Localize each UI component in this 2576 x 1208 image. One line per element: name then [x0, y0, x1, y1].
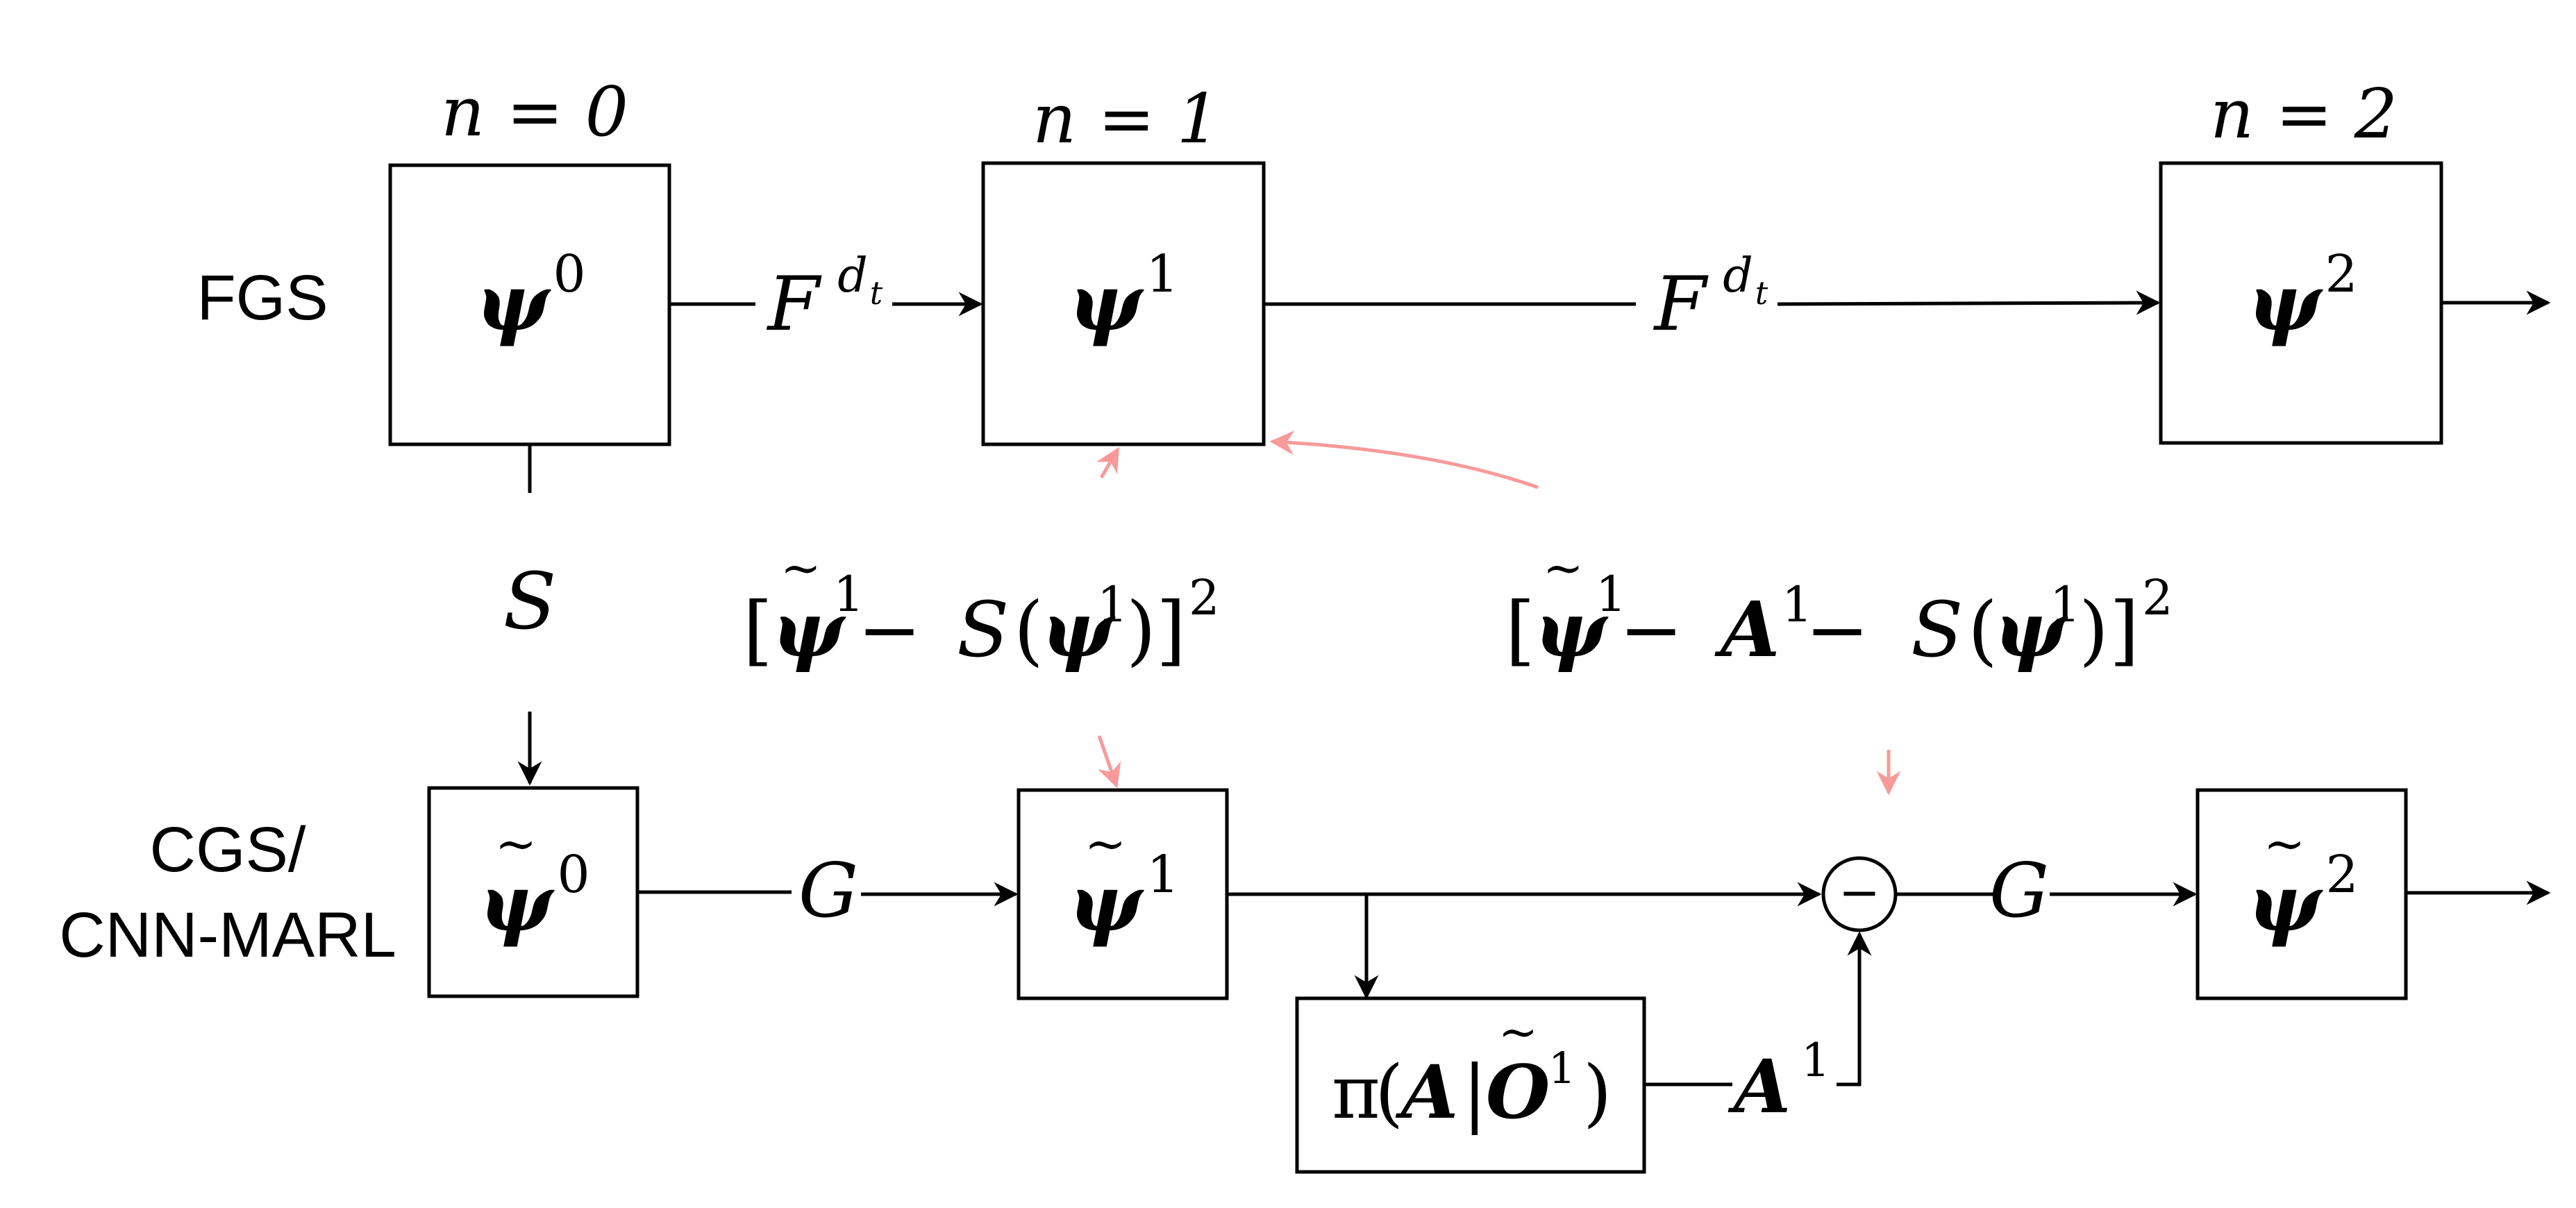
svg-text:~: ~ — [495, 814, 537, 873]
svg-text:(: ( — [1968, 585, 1998, 674]
step-label-n2: n = 2 — [2210, 75, 2398, 154]
svg-text:F: F — [767, 261, 823, 348]
fgs-box-n1 — [981, 161, 1266, 446]
fgs-node-psi1: ψ 1 — [1069, 244, 1178, 349]
svg-text:ψ: ψ — [1069, 858, 1144, 949]
svg-text:−: − — [858, 585, 921, 674]
fgs-node-psi2: ψ 2 — [2248, 244, 2357, 349]
svg-text:~: ~ — [1085, 814, 1126, 873]
fine-operator-label-2: F d t — [1653, 249, 1768, 348]
svg-text:ψ: ψ — [1069, 258, 1144, 349]
svg-text:|: | — [1462, 1050, 1487, 1135]
svg-text:(: ( — [1375, 1050, 1403, 1135]
svg-text:A: A — [1395, 1048, 1458, 1135]
cgs-node-psi-tilde2: ψ ~ 2 — [2248, 814, 2358, 949]
svg-text:ψ: ψ — [2248, 258, 2323, 349]
fgs-row-label: FGS — [196, 262, 328, 333]
cgs-box-n2 — [2196, 788, 2408, 1000]
svg-text:~: ~ — [1498, 1005, 1538, 1060]
svg-text:]: ] — [2109, 585, 2139, 674]
svg-text:1: 1 — [1146, 845, 1179, 905]
svg-text:1: 1 — [1801, 1034, 1830, 1087]
loss-two-arrow-up — [1269, 430, 1539, 489]
loss-one-arrow-up — [1096, 446, 1120, 479]
svg-text:S: S — [1911, 585, 1963, 674]
svg-text:ψ: ψ — [479, 858, 555, 949]
svg-text:~: ~ — [1543, 539, 1584, 596]
svg-text:1: 1 — [1782, 576, 1813, 633]
svg-text:d: d — [837, 249, 868, 303]
fgs-box-n0 — [388, 163, 671, 446]
loss-one-arrow-down — [1097, 735, 1121, 789]
fine-operator-label-1: F d t — [767, 249, 883, 348]
coarse-operator-label-1: G — [798, 848, 858, 934]
svg-text:1: 1 — [1596, 566, 1627, 623]
svg-text:ψ: ψ — [772, 585, 846, 674]
svg-text:−: − — [1805, 585, 1869, 674]
action-to-minus-edge — [1837, 931, 1872, 1087]
fgs-box-n2 — [2159, 161, 2443, 445]
svg-text:O: O — [1486, 1048, 1550, 1135]
svg-text:ψ: ψ — [2248, 858, 2323, 949]
svg-text:1: 1 — [833, 566, 864, 623]
svg-text:t: t — [870, 274, 883, 312]
svg-text:ψ: ψ — [1534, 585, 1609, 674]
svg-text:ψ: ψ — [476, 258, 551, 349]
svg-text:2: 2 — [1189, 569, 1220, 626]
cgs-row-label-line2: CNN-MARL — [59, 900, 396, 971]
cgs-node-psi-tilde1: ψ ~ 1 — [1069, 814, 1179, 949]
svg-text:~: ~ — [2264, 814, 2305, 873]
svg-text:t: t — [1755, 274, 1768, 312]
fgs-edge-1-2-arrow — [1777, 290, 2161, 315]
svg-text:1: 1 — [1097, 576, 1128, 633]
svg-text:A: A — [1728, 1043, 1791, 1130]
svg-text:π: π — [1332, 1050, 1380, 1135]
svg-text:1: 1 — [1548, 1043, 1575, 1093]
cgs-row-label-line1: CGS/ — [150, 814, 306, 885]
svg-text:[: [ — [1505, 585, 1535, 674]
coarse-operator-label-2: G — [1989, 848, 2049, 934]
cgs-node-psi-tilde0: ψ ~ 0 — [479, 814, 589, 949]
svg-text:F: F — [1653, 261, 1709, 348]
minus-node-symbol: − — [1839, 863, 1880, 921]
policy-label: π ( A | O ~ 1 ) — [1332, 1005, 1612, 1135]
svg-text:0: 0 — [553, 244, 585, 304]
svg-text:ψ: ψ — [1994, 585, 2068, 674]
fgs-node-psi0: ψ 0 — [476, 244, 585, 349]
svg-text:0: 0 — [557, 845, 589, 905]
loss-term-two: [ ψ ~ 1 − A 1 − S ( ψ 1 ) ] 2 — [1505, 539, 2173, 674]
svg-text:−: − — [1619, 585, 1683, 674]
svg-text:d: d — [1723, 249, 1753, 303]
svg-text:): ) — [1126, 585, 1156, 674]
svg-text:A: A — [1714, 585, 1780, 674]
svg-text:2: 2 — [2325, 845, 2358, 905]
svg-text:(: ( — [1014, 585, 1044, 674]
svg-text:1: 1 — [2050, 576, 2081, 633]
svg-text:]: ] — [1156, 585, 1186, 674]
svg-text:S: S — [957, 585, 1009, 674]
restriction-operator-label: S — [503, 557, 557, 647]
loss-term-one: [ ψ ~ 1 − S ( ψ 1 ) ] 2 — [743, 539, 1220, 674]
svg-text:2: 2 — [2142, 569, 2173, 626]
svg-text:): ) — [2079, 585, 2109, 674]
step-label-n0: n = 0 — [441, 73, 628, 152]
svg-text:~: ~ — [780, 539, 821, 596]
svg-text:): ) — [1583, 1050, 1612, 1135]
action-label: A 1 — [1728, 1034, 1830, 1130]
step-label-n1: n = 1 — [1032, 80, 1220, 159]
policy-box — [1295, 996, 1646, 1174]
svg-text:2: 2 — [2325, 244, 2357, 304]
svg-text:[: [ — [743, 585, 773, 674]
svg-text:1: 1 — [1146, 244, 1178, 304]
cgs-box-n0 — [427, 786, 639, 998]
svg-text:ψ: ψ — [1042, 585, 1116, 674]
